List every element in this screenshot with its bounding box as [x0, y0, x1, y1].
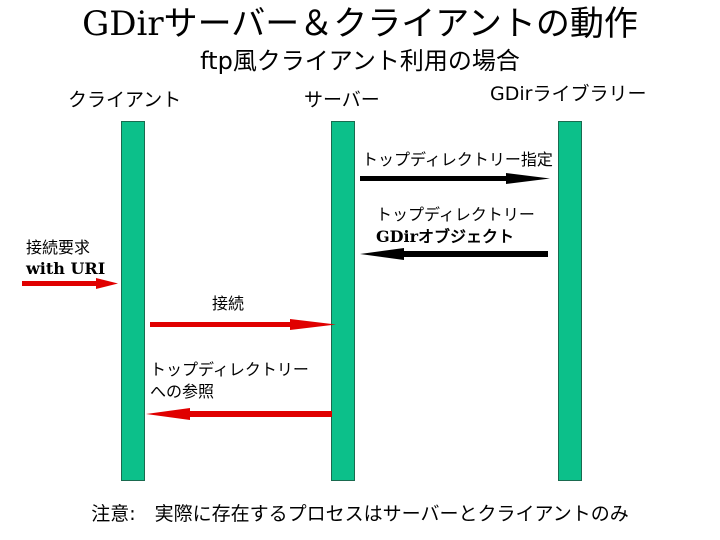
- connect-label: 接続: [212, 294, 245, 313]
- specify-label: トップディレクトリー指定: [362, 150, 553, 169]
- actor-client-label: クライアント: [68, 89, 182, 111]
- request-label-line2: with URI: [26, 259, 106, 278]
- arrow-connect-request: [22, 278, 118, 289]
- library-lifeline: [558, 121, 582, 481]
- object-label-line2: GDirオブジェクト: [376, 227, 515, 246]
- arrow-gdir-object-return: [360, 248, 548, 260]
- actor-library-label: GDirライブラリー: [490, 83, 647, 105]
- reference-label-line1: トップディレクトリー: [150, 360, 309, 379]
- arrow-top-directory-specify: [360, 173, 550, 184]
- page-title: GDirサーバー＆クライアントの動作: [82, 4, 638, 44]
- request-label-line1: 接続要求: [26, 238, 91, 257]
- actor-server-label: サーバー: [304, 89, 380, 111]
- arrow-connect: [150, 319, 336, 330]
- arrow-top-directory-reference: [146, 408, 332, 420]
- server-lifeline: [331, 121, 355, 481]
- object-label-line1: トップディレクトリー: [376, 205, 535, 224]
- reference-label-line2: への参照: [150, 382, 215, 401]
- page-subtitle: ftp風クライアント利用の場合: [200, 47, 520, 75]
- client-lifeline: [121, 121, 145, 481]
- footer-note: 注意: 実際に存在するプロセスはサーバーとクライアントのみ: [91, 503, 629, 525]
